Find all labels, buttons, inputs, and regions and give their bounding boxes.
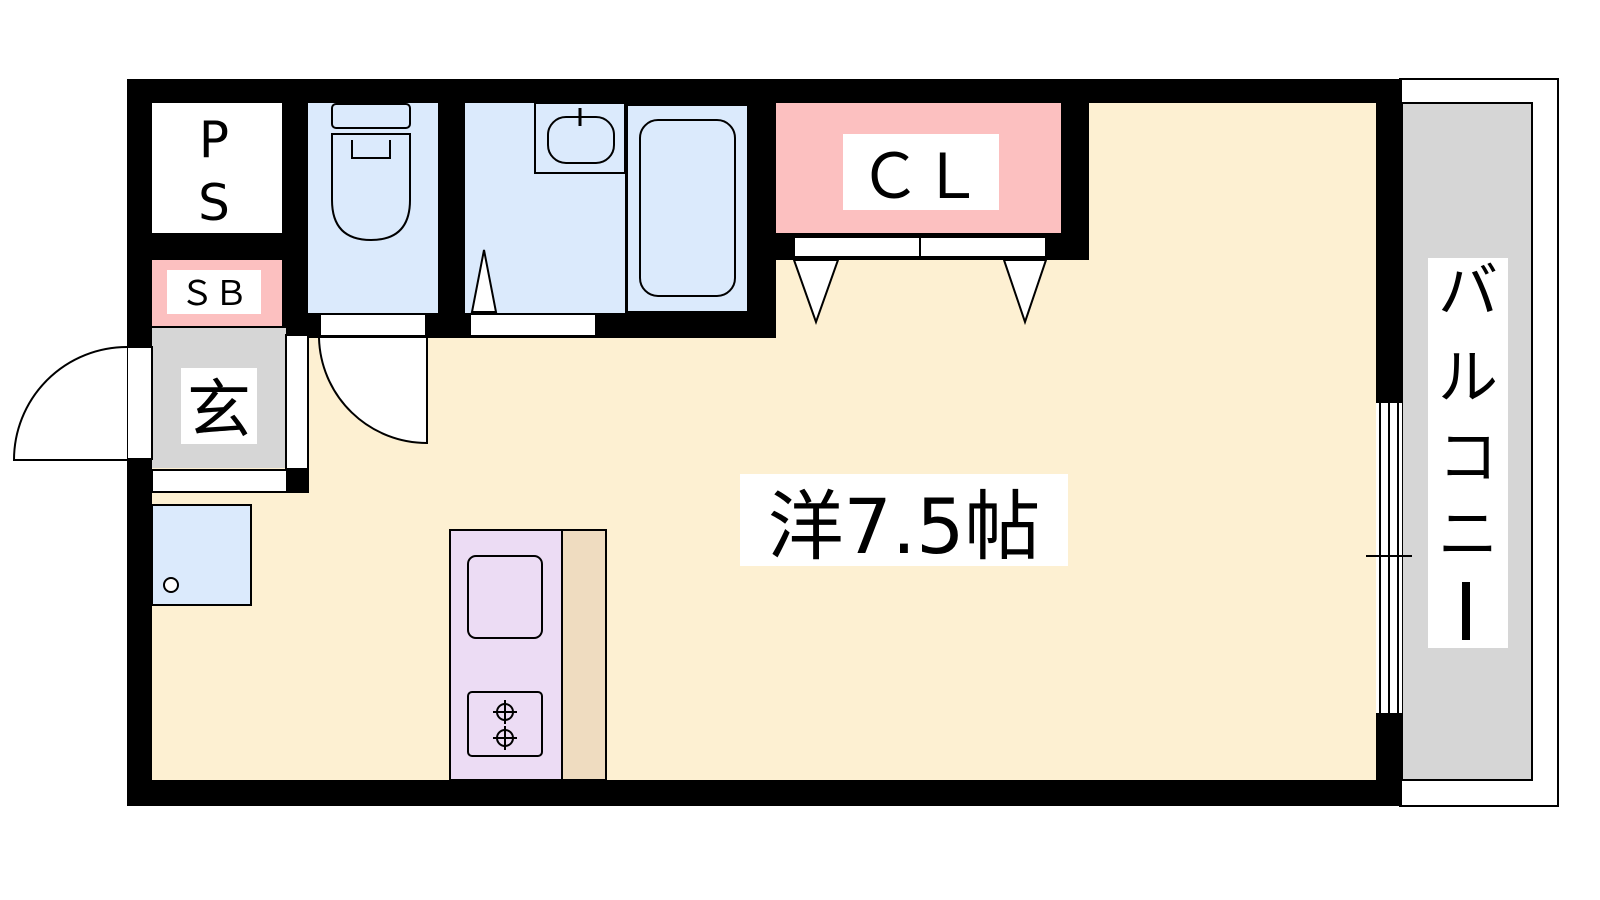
ps-label-line2: S (198, 174, 230, 232)
washer-pan-icon (151, 504, 252, 606)
folding-door-mark (470, 249, 498, 313)
closet: ＣＬ (776, 103, 1061, 326)
closet-door-mark-left (792, 259, 840, 325)
stove-icon (467, 691, 543, 757)
ps-label-line1: P (199, 111, 229, 169)
balcony-char-5-glyph (1462, 582, 1470, 640)
balcony-char-1: バ (1438, 257, 1498, 327)
entrance: 玄 (151, 328, 309, 493)
shoe-box-label: ＳＢ (180, 274, 248, 314)
pipe-space: P S (152, 103, 282, 233)
bathtub-icon (639, 119, 736, 297)
entrance-label: 玄 (187, 374, 251, 448)
entrance-door (12, 346, 153, 461)
closet-door-mark-right (1002, 259, 1048, 326)
bathroom (626, 104, 749, 313)
washer-pan (151, 504, 252, 606)
counter (561, 529, 607, 781)
western-room-text: 洋7.5帖 (768, 482, 1041, 571)
washroom (465, 102, 626, 337)
western-room-label: 洋7.5帖 (740, 474, 1068, 571)
sink-icon (467, 555, 543, 639)
balcony-char-4: ニ (1438, 500, 1498, 570)
closet-label: ＣＬ (859, 140, 983, 213)
washbasin-icon (534, 102, 626, 174)
balcony: バ ル コ ニ (1399, 78, 1559, 807)
shoe-box: ＳＢ (152, 260, 282, 326)
balcony-char-2: ル (1438, 343, 1498, 413)
toilet-icon (331, 103, 411, 242)
balcony-char-3: コ (1438, 423, 1498, 493)
balcony-window (1366, 401, 1412, 715)
kitchen (449, 529, 607, 781)
toilet-door (318, 337, 428, 445)
toilet-room (308, 103, 438, 337)
